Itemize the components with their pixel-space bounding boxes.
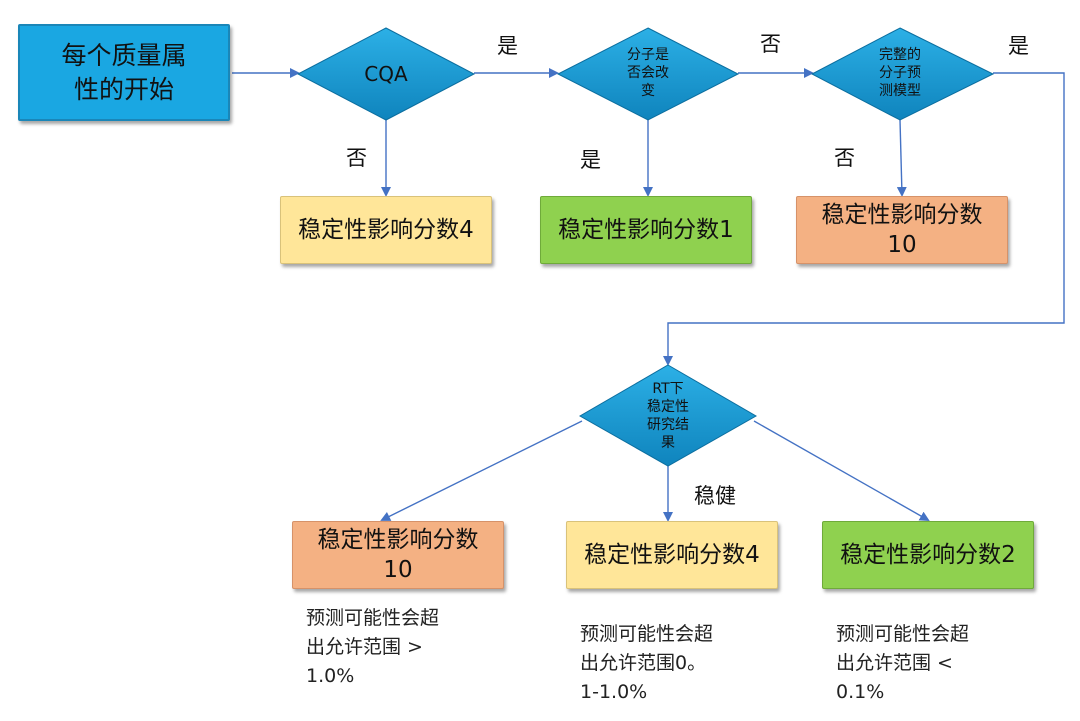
decision-model-label: 完整的 分子预 测模型 — [860, 40, 940, 106]
result-score2: 稳定性影响分数2 — [822, 521, 1034, 589]
edge-label-robust: 稳健 — [694, 484, 736, 508]
model-line-2: 分子预 — [879, 65, 921, 81]
edge-rt-right — [753, 420, 930, 521]
edge-model-yes — [663, 72, 1065, 366]
result-score4-bottom: 稳定性影响分数4 — [566, 521, 778, 589]
decision-molecule-change — [556, 27, 740, 121]
model-line-3: 测模型 — [879, 83, 921, 99]
note-right-line-3: 0.1% — [836, 681, 885, 703]
note-left: 预测可能性会超 出允许范围 > 1.0% — [306, 604, 506, 691]
mol-line-2: 否会改 — [627, 65, 669, 81]
note-left-line-3: 1.0% — [306, 665, 355, 687]
mol-line-3: 变 — [641, 83, 655, 99]
model-line-1: 完整的 — [879, 47, 921, 63]
result-score4-bottom-label: 稳定性影响分数4 — [584, 542, 760, 568]
note-middle-line-3: 1-1.0% — [580, 681, 648, 703]
decision-rt-result — [578, 364, 758, 467]
rt-line-1: RT下 — [652, 381, 684, 397]
edge-label-model-no: 否 — [834, 146, 855, 170]
decision-model — [810, 27, 995, 121]
edge-label-mol-no: 否 — [760, 32, 781, 56]
note-left-line-1: 预测可能性会超 — [306, 607, 440, 629]
note-middle: 预测可能性会超 出允许范围0。 1-1.0% — [580, 620, 780, 707]
note-left-line-2: 出允许范围 > — [306, 636, 423, 658]
rt-line-4: 果 — [661, 435, 675, 451]
decision-molecule-label: 分子是 否会改 变 — [608, 40, 688, 106]
edge-label-mol-yes: 是 — [580, 148, 601, 172]
result-score10-top-label: 稳定性影响分数10 — [821, 202, 983, 258]
cqa-text: CQA — [364, 62, 408, 86]
result-score10-bottom: 稳定性影响分数10 — [292, 521, 504, 589]
edge-label-model-yes: 是 — [1008, 34, 1029, 58]
decision-rt-label: RT下 稳定性 研究结 果 — [626, 378, 710, 454]
result-score2-label: 稳定性影响分数2 — [840, 542, 1016, 568]
note-middle-line-1: 预测可能性会超 — [580, 623, 714, 645]
start-box: 每个质量属性的开始 — [18, 24, 230, 121]
decision-cqa-label: CQA — [330, 58, 442, 90]
rt-line-2: 稳定性 — [647, 399, 689, 415]
note-right-line-2: 出允许范围 < — [836, 652, 953, 674]
edge-label-cqa-yes: 是 — [497, 34, 518, 58]
result-score4-top-label: 稳定性影响分数4 — [298, 217, 474, 243]
result-score10-top: 稳定性影响分数10 — [796, 196, 1008, 264]
edge-rt-left — [380, 420, 583, 521]
rt-line-3: 研究结 — [647, 417, 689, 433]
start-label: 每个质量属性的开始 — [61, 40, 187, 104]
note-right-line-1: 预测可能性会超 — [836, 623, 970, 645]
result-score4-top: 稳定性影响分数4 — [280, 196, 492, 264]
result-score1: 稳定性影响分数1 — [540, 196, 752, 264]
note-right: 预测可能性会超 出允许范围 < 0.1% — [836, 620, 1036, 707]
note-middle-line-2: 出允许范围0。 — [580, 652, 707, 674]
decision-cqa — [296, 27, 476, 121]
edge-label-cqa-no: 否 — [346, 146, 367, 170]
result-score1-label: 稳定性影响分数1 — [558, 217, 734, 243]
edge-model-no — [896, 119, 907, 197]
mol-line-1: 分子是 — [627, 47, 669, 63]
result-score10-bottom-label: 稳定性影响分数10 — [317, 527, 479, 583]
